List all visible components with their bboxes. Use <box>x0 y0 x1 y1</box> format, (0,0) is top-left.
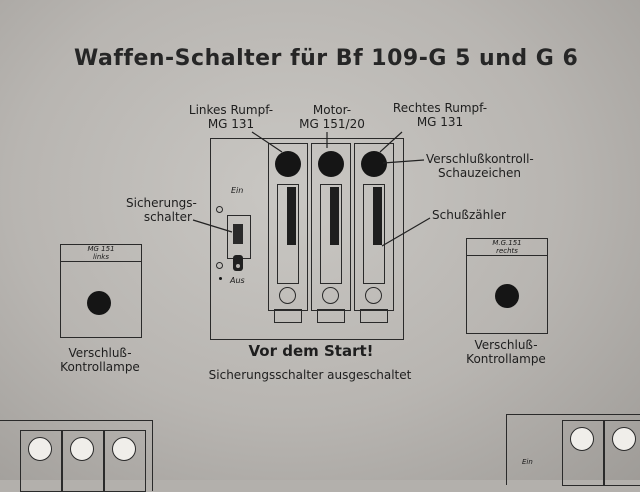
label-breech-indicator-line2: Schauzeichen <box>438 166 521 180</box>
label-right-fuselage-line1: Rechtes Rumpf- <box>392 101 488 115</box>
breech-indicator-motor-icon <box>318 151 344 177</box>
round-counter-left <box>277 184 299 284</box>
label-motor-line1: Motor- <box>312 103 352 117</box>
lamp-left-header-line2: links <box>92 253 110 261</box>
label-safety-switch: Sicherungs- schalter <box>126 196 197 224</box>
lamp-box-right: M.G.151 rechts <box>466 238 548 334</box>
label-right-fuselage-line2: MG 131 <box>416 115 464 129</box>
round-counter-motor <box>320 184 342 284</box>
safety-switch-lever[interactable] <box>233 224 243 244</box>
lamp-box-left: MG 151 links <box>60 244 142 338</box>
label-left-fuselage-line1: Linkes Rumpf- <box>188 103 274 117</box>
bottom-right-panel <box>506 414 640 485</box>
breech-indicator-icon <box>570 427 594 451</box>
breech-indicator-icon <box>112 437 136 461</box>
leader-line-round-counter <box>381 217 431 247</box>
label-left-fuselage-line2: MG 131 <box>207 117 255 131</box>
bottom-right-ein-label: Ein <box>522 458 533 466</box>
gun-column-right <box>354 143 394 311</box>
gun-column-right-base <box>360 309 388 323</box>
gun-column-motor-base <box>317 309 345 323</box>
lamp-right-caption: Verschluß- Kontrollampe <box>456 338 556 366</box>
leader-line-breech-indicator <box>382 159 425 164</box>
leader-line-safety-switch <box>192 219 233 233</box>
lamp-right-header-line1: M.G.151 <box>492 239 522 247</box>
lamp-left-caption: Verschluß- Kontrollampe <box>50 346 150 374</box>
label-safety-switch-line1: Sicherungs- <box>126 196 197 210</box>
lamp-left-caption-line2: Kontrollampe <box>60 360 140 374</box>
breech-indicator-icon <box>612 427 636 451</box>
label-right-fuselage-mg: Rechtes Rumpf- MG 131 <box>385 101 495 129</box>
breech-indicator-icon <box>28 437 52 461</box>
weapons-switch-panel <box>210 138 404 340</box>
label-breech-indicator-line1: Verschlußkontroll- <box>426 152 534 166</box>
leader-lines <box>192 131 431 247</box>
label-breech-indicator: Verschlußkontroll- Schauzeichen <box>426 152 534 180</box>
lamp-right-caption-line1: Verschluß- <box>474 338 538 352</box>
reset-button-right[interactable] <box>365 287 382 304</box>
aus-indicator-icon <box>216 262 223 269</box>
label-left-fuselage-mg: Linkes Rumpf- MG 131 <box>176 103 286 131</box>
label-ein: Ein <box>231 186 244 195</box>
gun-column-left-base <box>274 309 302 323</box>
lamp-left-caption-line1: Verschluß- <box>68 346 132 360</box>
leader-line-right-mg <box>379 131 403 153</box>
lamp-box-right-header: M.G.151 rechts <box>467 239 547 256</box>
lamp-box-left-header: MG 151 links <box>61 245 141 262</box>
label-safety-switch-line2: schalter <box>143 210 192 224</box>
breech-lamp-right-icon <box>495 284 519 308</box>
safety-switch-off-note: Sicherungsschalter ausgeschaltet <box>208 368 412 382</box>
breech-lamp-left-icon <box>87 291 111 315</box>
gun-column-left <box>268 143 308 311</box>
label-aus: Aus <box>230 276 245 285</box>
ein-indicator-icon <box>216 206 223 213</box>
label-motor-line2: MG 151/20 <box>299 117 365 131</box>
aus-dot-icon <box>219 277 222 280</box>
label-round-counter: Schußzähler <box>432 208 506 222</box>
reset-button-motor[interactable] <box>322 287 339 304</box>
lamp-left-header-line1: MG 151 <box>87 245 115 253</box>
reset-button-left[interactable] <box>279 287 296 304</box>
breech-indicator-right-icon <box>361 151 387 177</box>
leader-line-left-mg <box>251 131 283 153</box>
label-motor-mg: Motor- MG 151/20 <box>282 103 382 131</box>
lamp-right-header-line2: rechts <box>496 247 518 255</box>
gun-column-motor <box>311 143 351 311</box>
lamp-right-caption-line2: Kontrollampe <box>466 352 546 366</box>
breech-indicator-icon <box>70 437 94 461</box>
safety-switch-handle-icon <box>233 255 243 271</box>
page-title: Waffen-Schalter für Bf 109-G 5 und G 6 <box>74 46 579 71</box>
before-start-heading: Vor dem Start! <box>248 342 374 360</box>
bottom-left-panel <box>0 420 153 491</box>
round-counter-right <box>363 184 385 284</box>
breech-indicator-left-icon <box>275 151 301 177</box>
